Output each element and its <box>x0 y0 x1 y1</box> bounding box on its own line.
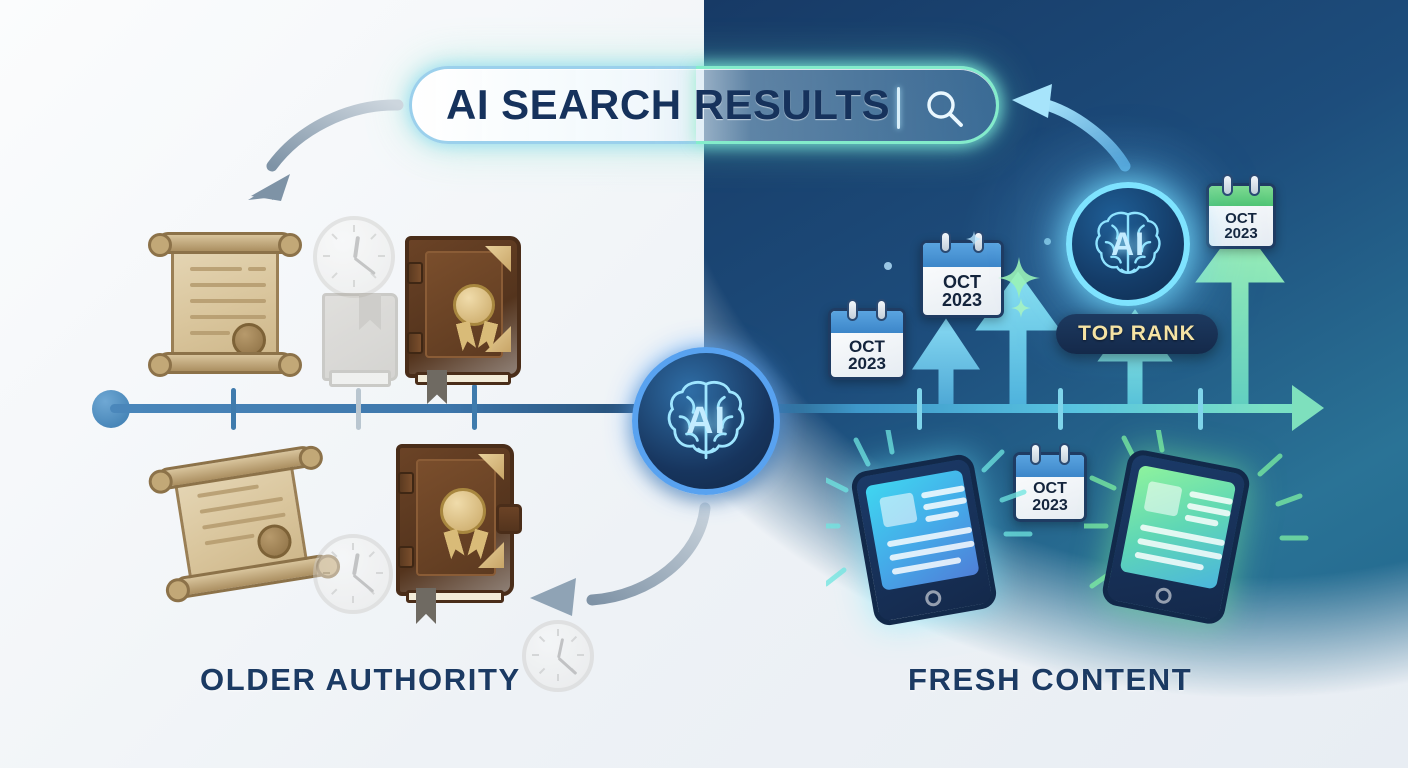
old-item-clock <box>522 620 594 692</box>
calendar-month: OCT <box>849 336 885 356</box>
calendar-year: 2023 <box>1032 496 1068 514</box>
old-item-plain-book <box>322 293 398 387</box>
sparkle-icon <box>998 257 1040 299</box>
old-item-scroll <box>148 228 302 378</box>
calendar-year: 2023 <box>941 289 983 310</box>
ai-node-label: AI <box>686 399 726 442</box>
ai-brain-node-center[interactable]: AI <box>632 347 780 495</box>
calendar-header <box>923 231 1001 268</box>
calendar-badge: OCT 2023 <box>1206 174 1276 249</box>
sparkle-icon <box>1011 298 1031 318</box>
caption-fresh-content: FRESH CONTENT <box>908 662 1193 697</box>
top-rank-badge: TOP RANK <box>1056 314 1218 354</box>
sparkle-dot <box>1044 238 1051 245</box>
search-query-text: AI SEARCH RESULTS <box>446 81 891 128</box>
timeline-tick <box>231 388 236 430</box>
timeline-tick <box>1058 388 1063 430</box>
timeline-tick <box>917 388 922 430</box>
old-item-clock <box>313 534 393 614</box>
top-rank-label: TOP RANK <box>1078 322 1196 345</box>
tablet-article-left <box>849 452 999 628</box>
calendar-month: OCT <box>943 271 981 292</box>
old-item-leather-book <box>405 236 521 404</box>
brain-icon <box>667 381 745 460</box>
calendar-header <box>1016 443 1084 477</box>
search-bar[interactable]: AI SEARCH RESULTS <box>409 66 999 144</box>
timeline-tick <box>1198 388 1203 430</box>
timeline-tick <box>472 384 477 430</box>
calendar-badge: OCT 2023 <box>828 299 906 380</box>
search-icon[interactable] <box>924 88 966 130</box>
calendar-header <box>1209 174 1273 207</box>
sparkle-icon <box>966 231 982 247</box>
calendar-header <box>831 299 903 334</box>
calendar-month: OCT <box>1225 209 1257 227</box>
calendar-year: 2023 <box>848 353 886 373</box>
ai-node-label: AI <box>1111 225 1145 262</box>
old-item-leather-book <box>396 444 522 624</box>
timeline-arrowhead <box>1292 385 1324 431</box>
old-item-clock <box>313 216 395 298</box>
calendar-badge: OCT 2023 <box>1013 443 1087 522</box>
search-divider <box>897 87 900 129</box>
timeline-tick <box>356 388 361 430</box>
ai-brain-node-top[interactable]: AI <box>1066 182 1190 306</box>
calendar-year: 2023 <box>1224 224 1258 242</box>
sparkle-dot <box>884 262 892 270</box>
caption-older-authority: OLDER AUTHORITY <box>200 662 521 697</box>
brain-icon <box>1095 211 1161 274</box>
old-item-scroll-tilted <box>149 436 342 621</box>
calendar-badge: OCT 2023 <box>920 231 1004 318</box>
calendar-month: OCT <box>1033 480 1067 498</box>
